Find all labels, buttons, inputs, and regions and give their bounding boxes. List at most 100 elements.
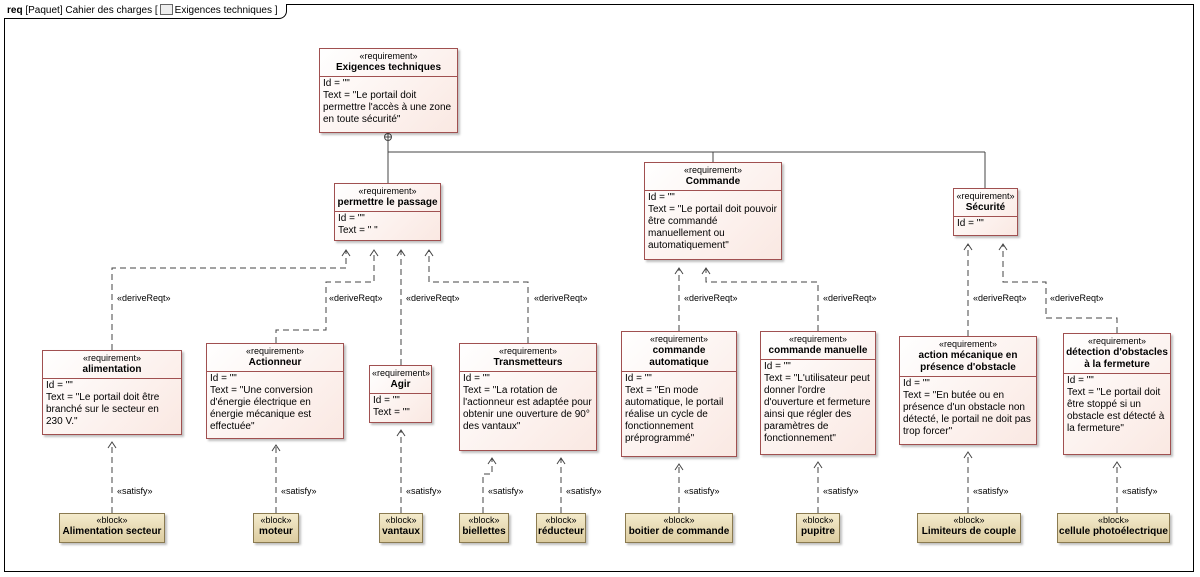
- requirement-actionneur[interactable]: «requirement»Actionneur Id = "" Text = "…: [206, 343, 344, 439]
- requirement-body: Id = "" Text = "Le portail doit permettr…: [323, 78, 452, 125]
- stereotype: «block»: [96, 515, 128, 525]
- derive-label: «deriveReqt»: [683, 293, 739, 304]
- satisfy-label: «satisfy»: [972, 486, 1010, 497]
- arrowhead-icon: [424, 249, 434, 257]
- block-reducteur[interactable]: «block»réducteur: [536, 513, 586, 543]
- block-vantaux[interactable]: «block»vantaux: [379, 513, 423, 543]
- stereotype: «requirement»: [1087, 336, 1147, 346]
- requirement-name: Exigences techniques: [335, 62, 442, 73]
- derive-line: [428, 250, 529, 343]
- requirement-body: Id = "" Text = "": [373, 395, 410, 418]
- requirement-permettre-le-passage[interactable]: «requirement»permettre le passage Id = "…: [334, 183, 441, 241]
- stereotype: «block»: [802, 515, 834, 525]
- arrowhead-icon: [674, 463, 684, 471]
- arrowhead-icon: [396, 249, 406, 257]
- satisfy-label: «satisfy»: [487, 486, 525, 497]
- derive-label: «deriveReqt»: [533, 293, 589, 304]
- derive-line: [275, 250, 375, 343]
- requirement-name: action mécanique en présence d'obstacle: [918, 350, 1018, 373]
- requirement-body: Id = "" Text = "Le portail doit pouvoir …: [648, 192, 777, 251]
- arrowhead-icon: [1112, 461, 1122, 469]
- satisfy-label: «satisfy»: [405, 486, 443, 497]
- diagram-frame-tab: req [Paquet] Cahier des charges [Exigenc…: [4, 3, 287, 19]
- requirement-name: alimentation: [82, 364, 142, 375]
- stereotype: «block»: [385, 515, 417, 525]
- stereotype: «requirement»: [683, 165, 743, 175]
- requirement-securite[interactable]: «requirement»Sécurité Id = "": [953, 188, 1018, 236]
- satisfy-label: «satisfy»: [822, 486, 860, 497]
- block-limiteurs-de-couple[interactable]: «block»Limiteurs de couple: [917, 513, 1021, 543]
- block-name: Limiteurs de couple: [921, 526, 1017, 537]
- stereotype: «requirement»: [82, 353, 142, 363]
- derive-label: «deriveReqt»: [116, 293, 172, 304]
- stereotype: «block»: [468, 515, 500, 525]
- satisfy-label: «satisfy»: [683, 486, 721, 497]
- block-biellettes[interactable]: «block»biellettes: [459, 513, 509, 543]
- arrowhead-icon: [963, 451, 973, 459]
- block-pupitre[interactable]: «block»pupitre: [796, 513, 840, 543]
- requirement-body: Id = "" Text = "Le portail doit être sto…: [1067, 375, 1165, 434]
- satisfy-label: «satisfy»: [116, 486, 154, 497]
- requirement-body: Id = "" Text = "Une conversion d'énergie…: [210, 373, 313, 432]
- block-alimentation-secteur[interactable]: «block»Alimentation secteur: [59, 513, 165, 543]
- arrowhead-icon: [107, 441, 117, 449]
- requirement-body: Id = "" Text = "En butée ou en présence …: [903, 378, 1031, 437]
- arrowhead-icon: [369, 249, 379, 257]
- requirement-agir[interactable]: «requirement»Agir Id = "" Text = "": [369, 365, 432, 423]
- requirement-body: Id = "" Text = "Le portail doit être bra…: [46, 380, 160, 427]
- stereotype: «requirement»: [498, 346, 558, 356]
- stereotype: «requirement»: [245, 346, 305, 356]
- arrowhead-icon: [674, 267, 684, 275]
- frame-close: ]: [274, 5, 278, 16]
- requirement-alimentation[interactable]: «requirement»alimentation Id = "" Text =…: [42, 350, 182, 435]
- requirement-transmetteurs[interactable]: «requirement»Transmetteurs Id = "" Text …: [459, 343, 597, 451]
- satisfy-label: «satisfy»: [565, 486, 603, 497]
- stereotype: «block»: [1097, 515, 1130, 525]
- requirement-commande[interactable]: «requirement»Commande Id = "" Text = "Le…: [644, 162, 782, 260]
- requirement-commande-automatique[interactable]: «requirement»commande automatique Id = "…: [621, 331, 737, 457]
- requirement-commande-manuelle[interactable]: «requirement»commande manuelle Id = "" T…: [760, 331, 876, 455]
- requirement-name: Commande: [685, 176, 741, 187]
- requirement-name: Actionneur: [248, 357, 302, 368]
- satisfy-label: «satisfy»: [280, 486, 318, 497]
- stereotype: «requirement»: [372, 368, 431, 378]
- stereotype: «requirement»: [956, 191, 1015, 201]
- requirement-action-mecanique[interactable]: «requirement»action mécanique en présenc…: [899, 336, 1037, 445]
- requirement-detection-obstacles[interactable]: «requirement»détection d'obstacles à la …: [1063, 333, 1171, 455]
- requirement-body: Id = "" Text = "La rotation de l'actionn…: [463, 373, 592, 432]
- stereotype: «requirement»: [938, 339, 998, 349]
- derive-label: «deriveReqt»: [1049, 293, 1105, 304]
- requirement-body: Id = "" Text = "L'utilisateur peut donne…: [764, 361, 871, 444]
- requirement-name: commande automatique: [649, 345, 709, 368]
- satisfy-line: [482, 458, 493, 513]
- arrowhead-icon: [487, 457, 497, 465]
- block-name: boitier de commande: [628, 526, 730, 537]
- block-cellule-photoelectrique[interactable]: «block»cellule photoélectrique: [1057, 513, 1170, 543]
- stereotype: «block»: [260, 515, 292, 525]
- block-name: biellettes: [462, 526, 506, 537]
- derive-label: «deriveReqt»: [822, 293, 878, 304]
- stereotype: «block»: [663, 515, 695, 525]
- frame-title: [Paquet] Cahier des charges [: [25, 5, 158, 16]
- requirement-exigences-techniques[interactable]: «requirement»Exigences techniques Id = "…: [319, 48, 458, 133]
- derive-line: [1002, 244, 1118, 333]
- stereotype: «requirement»: [788, 334, 848, 344]
- block-boitier-de-commande[interactable]: «block»boitier de commande: [625, 513, 733, 543]
- stereotype: «requirement»: [358, 186, 417, 196]
- arrowhead-icon: [813, 461, 823, 469]
- requirement-name: commande manuelle: [768, 345, 868, 356]
- arrowhead-icon: [998, 243, 1008, 251]
- arrowhead-icon: [271, 444, 281, 452]
- arrowhead-icon: [396, 429, 406, 437]
- frame-kind: req: [7, 5, 23, 16]
- derive-line: [705, 268, 819, 331]
- stereotype: «block»: [953, 515, 985, 525]
- block-name: pupitre: [801, 526, 835, 537]
- requirement-name: Transmetteurs: [493, 357, 563, 368]
- arrowhead-icon: [341, 249, 351, 257]
- block-name: cellule photoélectrique: [1059, 526, 1168, 537]
- block-name: moteur: [259, 526, 293, 537]
- derive-line: [111, 250, 347, 350]
- derive-label: «deriveReqt»: [405, 293, 461, 304]
- block-moteur[interactable]: «block»moteur: [253, 513, 299, 543]
